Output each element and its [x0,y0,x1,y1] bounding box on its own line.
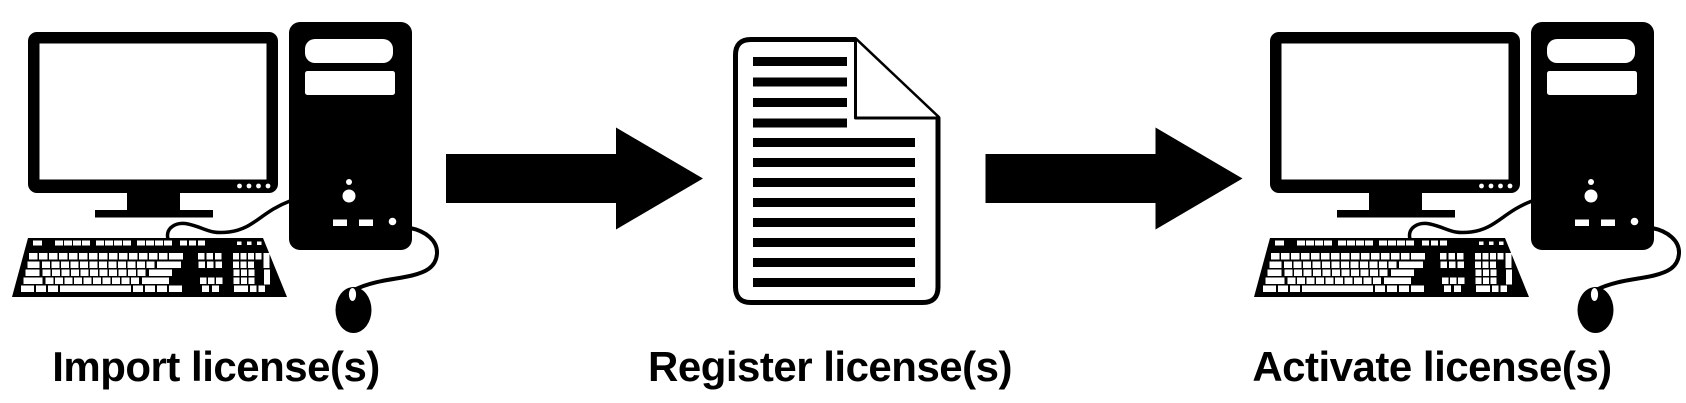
folded-corner-icon [854,40,938,120]
desktop-computer-icon [10,20,440,335]
right-arrow-icon [985,127,1243,230]
document-text-lines [753,57,915,287]
step-label-register: Register license(s) [648,343,1013,390]
right-arrow-icon [446,127,703,230]
document-icon [733,37,941,305]
desktop-computer-icon [1252,20,1682,335]
step-label-activate: Activate license(s) [1252,343,1612,390]
step-label-import: Import license(s) [52,343,380,390]
